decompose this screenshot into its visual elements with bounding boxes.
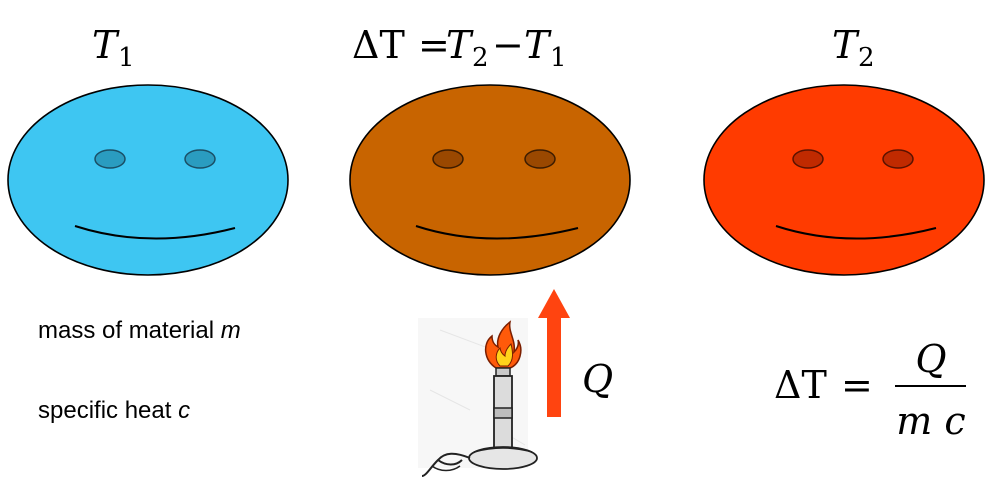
delta-t-symbol: ΔT bbox=[352, 23, 405, 67]
label-t1: T 1 bbox=[92, 23, 135, 73]
hot-face-icon bbox=[703, 84, 985, 276]
specific-heat-label: specific heat c bbox=[38, 397, 190, 424]
arrow-up-icon bbox=[538, 289, 570, 417]
label-t2: T 2 bbox=[832, 23, 875, 73]
formula-lhs: ΔT bbox=[774, 363, 827, 407]
material-properties: mass of material m specific heat c bbox=[38, 317, 241, 424]
t1-subscript: 1 bbox=[118, 43, 135, 73]
bunsen-burner-icon bbox=[418, 318, 538, 477]
formula-denominator: m c bbox=[896, 399, 965, 443]
label-delta-t: ΔT = T 2 − T 1 bbox=[352, 23, 567, 73]
t1-symbol: T bbox=[92, 23, 120, 67]
t2-subscript: 2 bbox=[858, 43, 875, 73]
warm-face-icon bbox=[349, 84, 631, 276]
delta-equals: = bbox=[418, 23, 450, 67]
delta-minus: − bbox=[492, 23, 524, 67]
heat-q-label: Q bbox=[582, 357, 613, 401]
delta-t2-symbol: T bbox=[446, 23, 474, 67]
delta-t1-symbol: T bbox=[524, 23, 552, 67]
mass-label: mass of material m bbox=[38, 317, 241, 344]
cold-face-icon bbox=[7, 84, 289, 276]
formula-numerator: Q bbox=[915, 337, 946, 381]
delta-t1-subscript: 1 bbox=[550, 43, 567, 73]
t2-symbol: T bbox=[832, 23, 860, 67]
delta-t2-subscript: 2 bbox=[472, 43, 489, 73]
formula-equals: = bbox=[841, 363, 873, 407]
formula: ΔT = Q m c bbox=[774, 337, 966, 443]
